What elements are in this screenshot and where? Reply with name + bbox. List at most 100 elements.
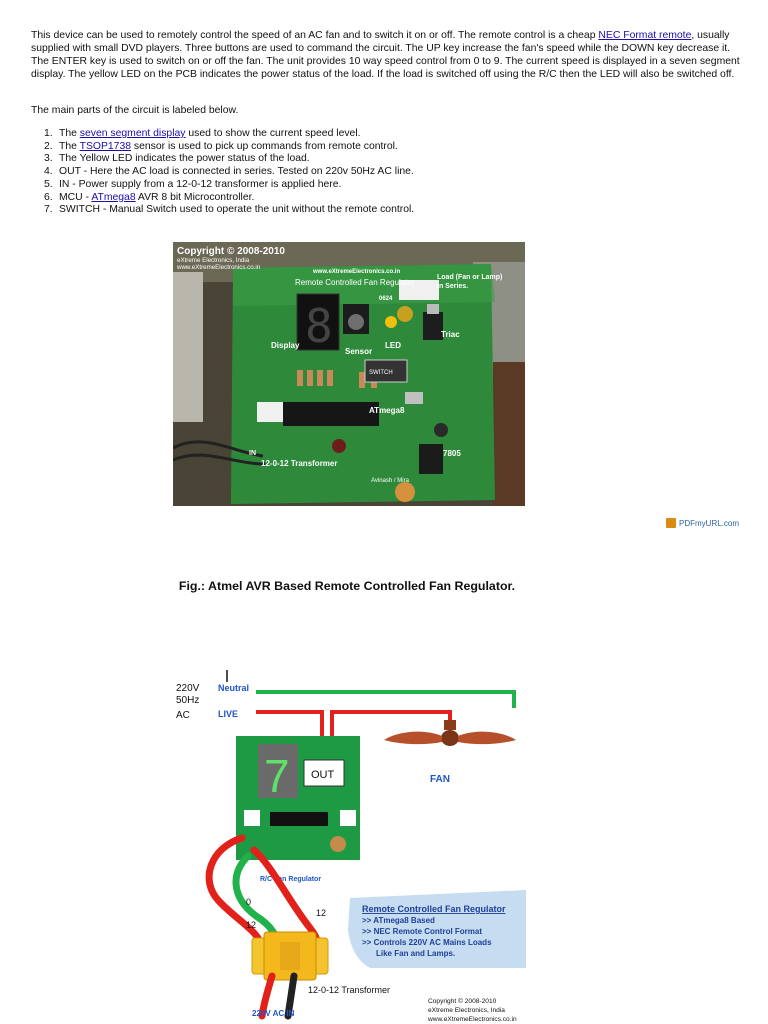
intro-paragraph: This device can be used to remotely cont… <box>31 30 741 82</box>
chip-code-label: 0624 <box>379 296 393 302</box>
triac-label: Triac <box>441 330 460 339</box>
board-capacitor <box>330 836 346 852</box>
pcb-pad <box>244 810 260 826</box>
yellow-led <box>385 316 397 328</box>
seven-segment-display <box>296 293 340 351</box>
manual-switch <box>364 359 408 383</box>
display-digit: 7 <box>264 750 290 802</box>
electrolytic-capacitor <box>434 423 448 437</box>
supply-label-frequency: 50Hz <box>176 695 199 706</box>
supply-label-voltage: 220V <box>176 683 200 694</box>
transformer-label: 12-0-12 Transformer <box>308 985 390 995</box>
list-item: 3. The Yellow LED indicates the power sta… <box>31 153 731 166</box>
list-item-number: 7. <box>44 204 53 216</box>
capacitor <box>397 306 413 322</box>
board-label: R/C Fan Regulator <box>260 876 321 883</box>
list-item-text: The <box>59 140 80 152</box>
ac-in-label: 220V AC IN <box>252 1009 295 1018</box>
list-item-number: 6. <box>44 191 53 203</box>
transformer-icon <box>251 931 329 981</box>
neutral-wire <box>256 690 516 708</box>
capacitor <box>395 482 415 502</box>
list-item-text: used to show the current speed level. <box>185 128 361 139</box>
list-item-number: 5. <box>44 178 53 190</box>
list-item-text: IN - Power supply from a 12-0-12 transfo… <box>59 178 342 190</box>
ac-in-wire-live <box>258 972 276 1020</box>
wire-label-0: 0 <box>246 897 251 907</box>
wire-label-12-right: 12 <box>316 908 326 918</box>
live-wire-out <box>330 710 452 756</box>
tsop1738-link[interactable]: TSOP1738 <box>79 140 132 152</box>
pcb-pad <box>340 810 356 826</box>
transformer-label: 12-0-12 Transformer <box>261 459 337 468</box>
info-box-line: Like Fan and Lamps. <box>376 949 455 958</box>
mcu-chip <box>270 812 328 826</box>
atmega8-link[interactable]: ATmega8 <box>91 191 136 203</box>
info-box-line: >> NEC Remote Control Format <box>362 927 482 936</box>
atmega8-chip <box>283 402 379 426</box>
list-item-text: MCU - <box>59 191 92 203</box>
wiring-diagram-illustration: 220V 50Hz AC Neutral LIVE FAN 7 OUT <box>176 670 526 1023</box>
in-label: IN <box>249 450 256 457</box>
list-item-text: AVR 8 bit Microcontroller. <box>135 191 255 203</box>
transformer-casing <box>173 272 203 422</box>
mcu-label: ATmega8 <box>369 406 405 415</box>
out-label: OUT <box>311 769 335 781</box>
load-connector <box>399 280 439 300</box>
triac-tab <box>427 304 439 314</box>
diagram-copyright: Copyright © 2008-2010 <box>428 997 497 1005</box>
wire-12-left <box>205 834 264 946</box>
info-box <box>348 890 526 968</box>
parts-list: 1. The seven segment display used to show… <box>31 128 731 217</box>
diagram-site: www.eXtremeElectronics.co.in <box>427 1016 517 1023</box>
seven-segment-display-link[interactable]: seven segment display <box>79 128 186 139</box>
fan-icon <box>384 720 516 746</box>
wire <box>173 440 264 458</box>
board-site-label: www.eXtremeElectronics.co.in <box>312 269 400 275</box>
ac-in-wire-neutral <box>284 972 298 1020</box>
pdfmyurl-label: PDFmyURL.com <box>679 519 740 528</box>
photo-site: www.eXtremeElectronics.co.in <box>176 264 261 271</box>
pdf-icon <box>666 518 676 528</box>
load-label-line-1: Load (Fan or Lamp) <box>437 274 502 281</box>
pdfmyurl-badge[interactable]: PDFmyURL.com <box>666 518 739 530</box>
crystal <box>405 392 423 404</box>
info-box-line: >> Controls 220V AC Mains Loads <box>362 938 492 947</box>
wiring-diagram: 220V 50Hz AC Neutral LIVE FAN 7 OUT <box>160 660 540 1024</box>
list-item-text: sensor is used to pick up commands from … <box>131 140 398 152</box>
board-title-label: Remote Controlled Fan Regulator <box>295 278 415 287</box>
diagram-company: eXtreme Electronics, India <box>428 1007 505 1014</box>
nec-format-remote-link[interactable]: NEC Format remote <box>598 30 692 41</box>
tsop-sensor-lens <box>348 314 364 330</box>
out-terminal <box>303 759 345 787</box>
live-label: LIVE <box>218 709 238 719</box>
seven-segment-display <box>258 744 298 798</box>
photo-copyright: Copyright © 2008-2010 <box>177 246 285 257</box>
figure-caption: Fig.: Atmel AVR Based Remote Controlled … <box>178 579 516 593</box>
pcb-photo-illustration: 8 <box>173 242 525 506</box>
switch-label: SWITCH <box>369 370 393 376</box>
neutral-label: Neutral <box>218 683 249 693</box>
list-item-text: The Yellow LED indicates the power statu… <box>59 153 310 165</box>
list-item-number: 4. <box>44 166 53 178</box>
wire-label-12-left: 12 <box>246 920 256 930</box>
list-item-number: 2. <box>44 140 53 152</box>
list-item-number: 1. <box>44 128 53 139</box>
in-connector <box>257 402 283 422</box>
load-label-line-2: in Series. <box>437 283 468 290</box>
photo-company: eXtreme Electronics, India <box>177 257 250 264</box>
regulator-7805 <box>419 444 443 474</box>
list-item: 4.OUT - Here the AC load is connected in… <box>31 166 731 179</box>
list-item: 1.The seven segment display used to show… <box>31 128 731 141</box>
list-item: 6. MCU - ATmega8 AVR 8 bit Microcontrolle… <box>31 192 731 205</box>
list-item-number: 3. <box>44 153 53 165</box>
regulator-label: 7805 <box>443 449 461 458</box>
photo-background-right <box>493 362 525 506</box>
list-item: 2. The TSOP1738 sensor is used to pick up… <box>31 141 731 154</box>
led-label: LED <box>385 341 401 350</box>
wire-12-right <box>250 846 321 948</box>
intro-text-1: This device can be used to remotely cont… <box>31 30 599 41</box>
list-item: 5. IN - Power supply from a 12-0-12 trans… <box>31 179 731 192</box>
list-item: 7.SWITCH - Manual Switch used to operate… <box>31 204 731 217</box>
